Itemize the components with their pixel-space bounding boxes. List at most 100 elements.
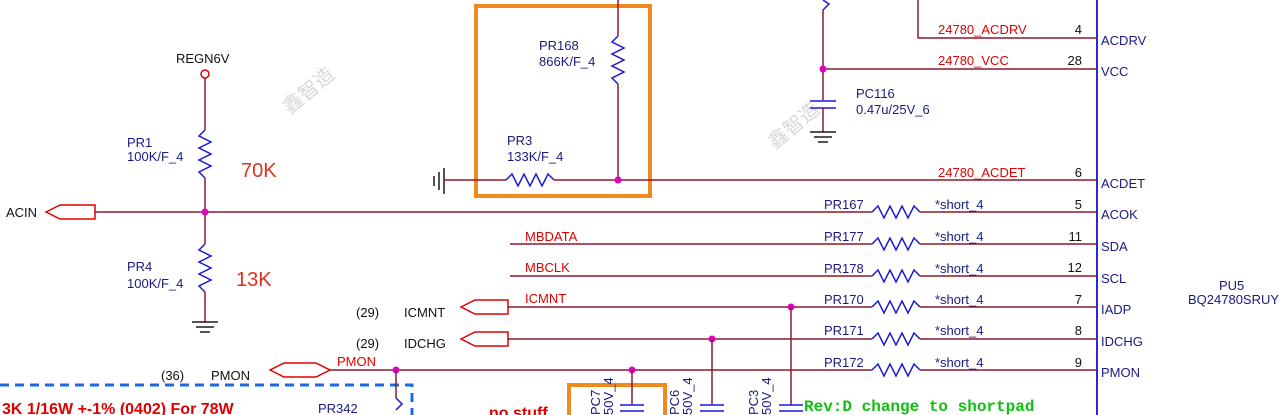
pr177-ref: PR177 <box>824 229 864 244</box>
pr172-value: *short_4 <box>935 355 983 370</box>
pc3-value: 50V_4 <box>759 377 774 415</box>
note-no-stuff: no stuff <box>489 405 548 415</box>
net-icmnt: ICMNT <box>525 291 566 306</box>
pc116-ref: PC116 <box>856 86 895 101</box>
icmnt-port-icon <box>459 299 509 315</box>
net-24780-acdet: 24780_ACDET <box>938 165 1025 180</box>
pmon-port-icon <box>268 362 332 378</box>
pr170-ref: PR170 <box>824 292 864 307</box>
pr177-value: *short_4 <box>935 229 983 244</box>
note-13k: 13K <box>236 269 272 291</box>
pin-number: 5 <box>1075 197 1082 212</box>
regn6v-divider <box>192 69 218 333</box>
note-78w: 3K 1/16W +-1% (0402) For 78W <box>2 401 235 415</box>
pr170-value: *short_4 <box>935 292 983 307</box>
pr3-ref: PR3 <box>507 133 532 148</box>
icmnt-page-ref: (29) <box>356 305 379 320</box>
pc3-ref: PC3 <box>746 390 761 415</box>
pin-name-vcc: VCC <box>1101 64 1128 79</box>
pr342-ref: PR342 <box>318 401 358 415</box>
pin-name-idchg: IDCHG <box>1101 334 1143 349</box>
watermarks: 鑫智造 鑫智造 <box>278 62 824 154</box>
pin-name-acdet: ACDET <box>1101 176 1145 191</box>
pin-name-pmon: PMON <box>1101 365 1140 380</box>
rev-note: Rev:D change to shortpad <box>804 398 1034 415</box>
net-pmon: PMON <box>337 354 376 369</box>
icmnt-port-label: ICMNT <box>404 305 445 320</box>
pr167-value: *short_4 <box>935 197 983 212</box>
pr171-ref: PR171 <box>824 323 864 338</box>
pc7-ref: PC7 <box>588 390 603 415</box>
pin-name-scl: SCL <box>1101 271 1126 286</box>
pmon-page-ref: (36) <box>161 368 184 383</box>
ground-icon-pc116 <box>810 131 836 143</box>
dashed-note-box <box>0 383 414 415</box>
pin-name-acdrv: ACDRV <box>1101 33 1147 48</box>
pin-name-sda: SDA <box>1101 239 1128 254</box>
pmon-port-label: PMON <box>211 368 250 383</box>
idchg-page-ref: (29) <box>356 336 379 351</box>
acin-label: ACIN <box>6 205 37 220</box>
pc116-value: 0.47u/25V_6 <box>856 102 930 117</box>
pr168-value: 866K/F_4 <box>539 54 595 69</box>
pr1-ref: PR1 <box>127 135 152 150</box>
net-24780-vcc: 24780_VCC <box>938 53 1009 68</box>
pr172-resistor-icon <box>871 362 921 378</box>
pin-number: 7 <box>1075 292 1082 307</box>
pr178-value: *short_4 <box>935 261 983 276</box>
pr4-ref: PR4 <box>127 259 152 274</box>
pin-number: 4 <box>1075 22 1082 37</box>
watermark-1: 鑫智造 <box>278 62 339 119</box>
pr178-ref: PR178 <box>824 261 864 276</box>
pr167-resistor-icon <box>871 204 921 220</box>
net-mbclk: MBCLK <box>525 260 570 275</box>
pin-number: 28 <box>1068 53 1082 68</box>
idchg-port-icon <box>459 331 509 347</box>
idchg-port-label: IDCHG <box>404 336 446 351</box>
acin-port-icon <box>44 204 96 220</box>
pin-number: 6 <box>1075 165 1082 180</box>
note-70k: 70K <box>241 160 277 182</box>
pin-name-acok: ACOK <box>1101 207 1138 222</box>
pr178-resistor-icon <box>871 268 921 284</box>
junction-dot <box>614 176 622 184</box>
pin-number: 8 <box>1075 323 1082 338</box>
regn6v-label: REGN6V <box>176 51 230 66</box>
ground-icon <box>192 321 218 333</box>
highlight-box-caps <box>567 383 667 415</box>
pr4-value: 100K/F_4 <box>127 276 183 291</box>
pin-number: 9 <box>1075 355 1082 370</box>
pr168-resistor-icon <box>610 35 626 85</box>
pin-name-iadp: IADP <box>1101 302 1131 317</box>
pr342-resistor-icon <box>395 397 404 411</box>
pr168-ref: PR168 <box>539 38 579 53</box>
net-24780-acdrv: 24780_ACDRV <box>938 22 1027 37</box>
pr1-value: 100K/F_4 <box>127 149 183 164</box>
pr177-resistor-icon <box>871 236 921 252</box>
net-mbdata: MBDATA <box>525 229 578 244</box>
junction-dot <box>201 208 209 216</box>
pr167-ref: PR167 <box>824 197 864 212</box>
pr3-value: 133K/F_4 <box>507 149 563 164</box>
pr1-resistor-icon <box>197 129 213 179</box>
ic-pins: 4 ACDRV 28 VCC 6 ACDET 5 ACOK 11 SDA 12 … <box>1068 22 1147 380</box>
pr170-resistor-icon <box>871 299 921 315</box>
pr171-resistor-icon <box>871 331 921 347</box>
ground-icon-acdet <box>433 168 445 194</box>
pr171-value: *short_4 <box>935 323 983 338</box>
regn6v-port-icon <box>200 69 210 79</box>
pc7-value: 50V_4 <box>601 377 616 415</box>
watermark-2: 鑫智造 <box>763 97 824 154</box>
ic-ref: PU5 <box>1219 278 1244 293</box>
pc6-value: 50V_4 <box>680 377 695 415</box>
pr4-resistor-icon <box>197 243 213 293</box>
pin-number: 11 <box>1069 229 1083 244</box>
pr3-resistor-icon <box>505 172 555 188</box>
highlight-box-divider <box>474 4 652 198</box>
pr172-ref: PR172 <box>824 355 864 370</box>
pc6-ref: PC6 <box>667 390 682 415</box>
ic-part-number: BQ24780SRUY <box>1188 292 1279 307</box>
junction-dot <box>819 65 827 73</box>
resistor-stub-icon <box>822 0 831 11</box>
